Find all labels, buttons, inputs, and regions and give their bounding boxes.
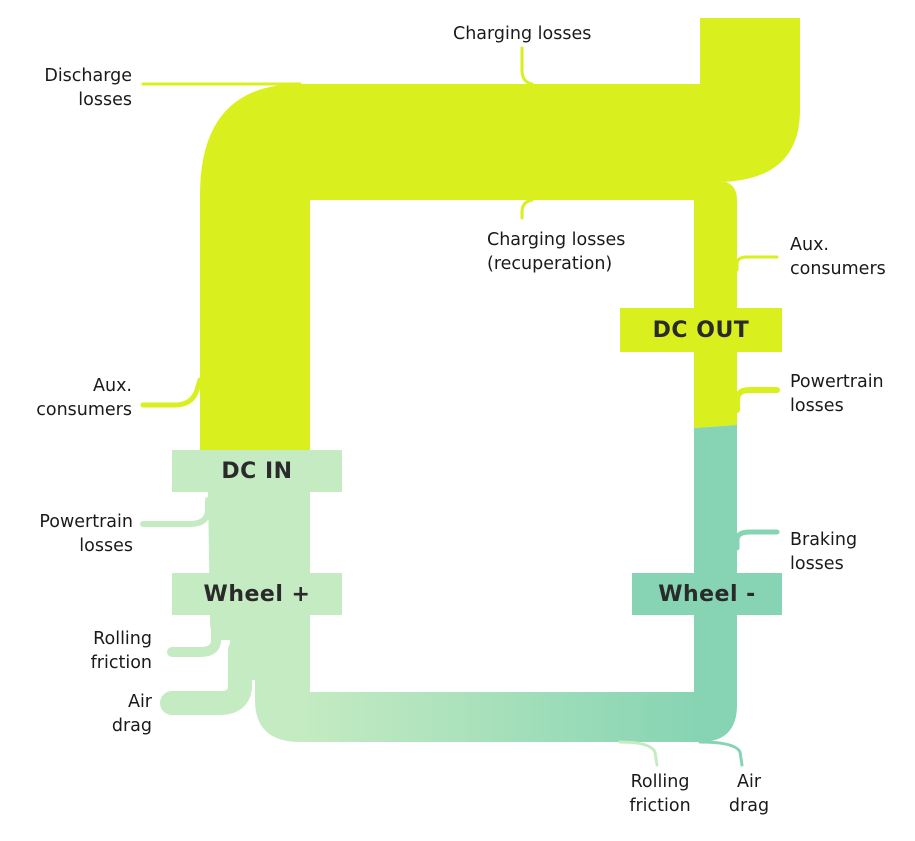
- label-line: Air: [736, 772, 762, 792]
- charging-losses-connector: [520, 46, 534, 86]
- label-aux-consumers-right: Aux. consumers: [790, 233, 886, 281]
- rolling-friction-left-connector: [167, 615, 221, 657]
- label-line: consumers: [36, 400, 132, 420]
- label-line: friction: [629, 796, 691, 816]
- label-charging-losses: Charging losses: [453, 24, 592, 44]
- powertrain-right-connector: [734, 387, 780, 413]
- label-powertrain-losses-right: Powertrain losses: [790, 370, 884, 418]
- air-drag-bottom-connector: [698, 740, 744, 767]
- label-line: Air: [127, 692, 152, 712]
- label-line: drag: [728, 796, 770, 816]
- braking-losses-connector: [734, 529, 780, 551]
- label-rolling-friction-left: Rolling friction: [20, 627, 152, 675]
- label-aux-consumers-left: Aux. consumers: [20, 374, 132, 422]
- label-line: Powertrain: [39, 512, 133, 532]
- powertrain-left-connector: [140, 497, 211, 527]
- drive-flow-bottom: [300, 692, 700, 742]
- label-line: Aux.: [790, 235, 829, 255]
- label-line: Rolling: [93, 629, 152, 649]
- energy-flow-right: [694, 182, 737, 428]
- energy-flow-top: [200, 18, 800, 452]
- label-air-drag-bottom: Air drag: [714, 770, 784, 818]
- label-braking-losses: Braking losses: [790, 528, 857, 576]
- label-line: drag: [111, 716, 152, 736]
- charging-recup-connector: [520, 198, 534, 220]
- label-air-drag-left: Air drag: [20, 690, 152, 738]
- label-line: consumers: [790, 259, 886, 279]
- node-dc-in: DC IN: [172, 450, 342, 492]
- label-line: Charging losses: [487, 230, 626, 250]
- label-line: (recuperation): [487, 254, 613, 274]
- aux-left-connector: [140, 377, 203, 408]
- node-wheel-plus: Wheel +: [172, 573, 342, 615]
- label-line: Aux.: [93, 376, 132, 396]
- label-line: Powertrain: [790, 372, 884, 392]
- aux-right-connector: [735, 255, 779, 272]
- node-wheel-minus: Wheel -: [632, 573, 782, 615]
- label-powertrain-losses-left: Powertrain losses: [10, 510, 133, 558]
- label-discharge-losses: Discharge losses: [20, 64, 132, 112]
- label-rolling-friction-bottom: Rolling friction: [610, 770, 710, 818]
- label-line: losses: [79, 536, 133, 556]
- label-line: losses: [790, 396, 844, 416]
- label-line: losses: [78, 90, 132, 110]
- rolling-friction-bottom-connector: [618, 740, 659, 767]
- node-dc-out: DC OUT: [620, 308, 782, 352]
- label-charging-losses-recuperation: Charging losses (recuperation): [487, 228, 625, 276]
- recuperation-flow-right: [600, 425, 737, 742]
- label-line: Braking: [790, 530, 858, 550]
- label-line: Discharge: [44, 66, 132, 86]
- label-line: Rolling: [630, 772, 690, 792]
- air-drag-left-connector: [160, 638, 252, 715]
- label-line: friction: [90, 653, 152, 673]
- label-line: losses: [790, 554, 844, 574]
